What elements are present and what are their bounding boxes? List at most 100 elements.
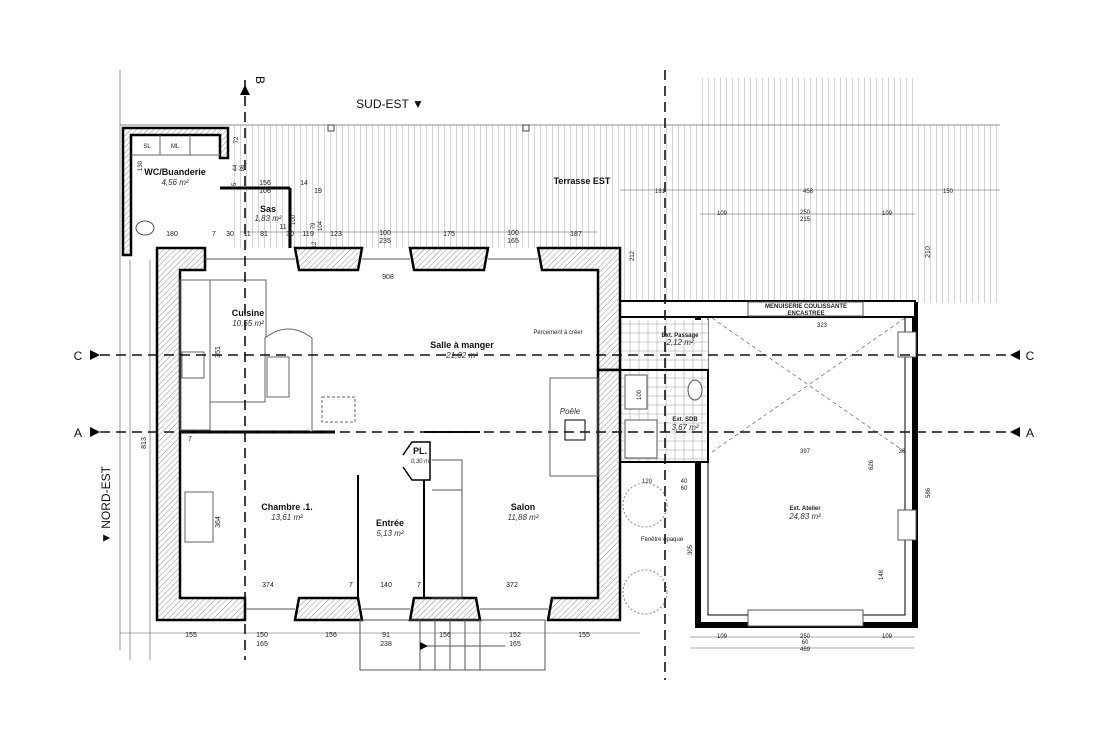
stove-icon	[564, 419, 586, 441]
dim: 60	[802, 640, 809, 646]
dimensions-interior: 374 7 140 7 372 351 364 813 7	[141, 346, 518, 589]
axis-b-label: B	[253, 76, 267, 84]
dim: 156	[259, 180, 271, 187]
shower-icon	[624, 419, 658, 459]
dim: 238	[380, 641, 392, 648]
house-walls	[155, 246, 622, 622]
dim: 908	[382, 274, 394, 281]
menuiserie-label: MENUISERIE COULISSANTE	[765, 304, 847, 310]
dim: 109	[717, 211, 728, 217]
sas-name: Sas	[260, 204, 276, 214]
salon-area: 11,88 m²	[508, 513, 539, 522]
salon-name: Salon	[511, 502, 536, 512]
dim: 11	[302, 231, 309, 238]
dim: 175	[443, 231, 455, 238]
dim: 100	[291, 214, 297, 225]
dim: 150	[256, 632, 268, 639]
tree-icon	[622, 569, 668, 615]
dim: 181	[655, 189, 666, 195]
dim: 104	[318, 220, 324, 231]
nord-est-label: ▼ NORD-EST	[99, 465, 113, 544]
dim: 626	[869, 459, 875, 470]
salle-name: Salle à manger	[430, 340, 494, 350]
dim: 79	[311, 222, 317, 229]
cuisine-name: Cuisine	[232, 308, 265, 318]
dim: 109	[717, 634, 728, 640]
percement-note: Percement à créer	[533, 330, 582, 336]
dim: 372	[506, 582, 518, 589]
entree-name: Entrée	[376, 518, 404, 528]
dim: 397	[800, 449, 811, 455]
dim: 156	[439, 632, 451, 639]
front-steps	[359, 619, 546, 671]
fenetre-note: Fenêtre opaque	[641, 537, 684, 543]
chambre-name: Chambre .1.	[261, 502, 313, 512]
axis-a-right: A	[1026, 426, 1034, 440]
sud-est-label: SUD-EST ▼	[356, 97, 424, 111]
sdb-area: 3,67 m²	[671, 423, 698, 432]
dim: 120	[642, 479, 653, 485]
axis-c-right: C	[1026, 349, 1035, 363]
dim: 305	[688, 544, 694, 555]
atelier-name: Ext. Atelier	[789, 506, 821, 512]
dim: 210	[925, 246, 932, 258]
dim: 123	[330, 231, 342, 238]
tree-icon	[622, 482, 668, 528]
salle-area: 21,02 m²	[445, 351, 478, 360]
dim: 30	[226, 231, 234, 238]
dim: 364	[215, 516, 222, 528]
dim: 91	[382, 632, 390, 639]
dim: 11	[279, 224, 286, 231]
dim: 351	[215, 346, 222, 358]
dim: 156	[325, 632, 337, 639]
cooktop-icon	[181, 351, 205, 379]
chambre-area: 13,61 m²	[271, 513, 303, 522]
dim: 165	[507, 238, 519, 245]
dimensions-bottom: 155 150 165 156 91 238 156 152 165 155	[185, 632, 590, 648]
toilet-icon	[687, 379, 703, 401]
dim: 60	[681, 486, 688, 492]
wc-name: WC/Buanderie	[144, 167, 206, 177]
dim: 130	[138, 160, 144, 171]
atelier-area: 24,83 m²	[788, 512, 821, 521]
dim: 45	[232, 182, 238, 189]
dim: 148	[879, 569, 885, 580]
dimensions-annexe: 181 458 150 109 250 215 109 210 212 323 …	[630, 189, 954, 653]
dim: 86	[240, 164, 246, 171]
dim: 36	[899, 449, 906, 455]
dim: 180	[166, 231, 178, 238]
dim: 7	[417, 582, 421, 589]
terrace-decking	[120, 78, 1000, 303]
wc-area: 4,56 m²	[161, 178, 188, 187]
dim: 81	[260, 231, 268, 238]
dim: 72	[234, 136, 240, 143]
dim: 11	[243, 231, 250, 238]
poele-label: Poêle	[560, 407, 581, 416]
dim: 323	[817, 323, 828, 329]
dim: 106	[259, 188, 271, 195]
wc-buanderie: SL ML	[121, 126, 292, 257]
dim: 40	[681, 479, 688, 485]
dim: 109	[882, 211, 893, 217]
guide-lines	[119, 70, 1000, 660]
dim: 150	[943, 189, 954, 195]
atelier-room	[695, 302, 918, 628]
dim: 140	[380, 582, 392, 589]
room-labels: WC/Buanderie 4,56 m² Sas 1,83 m² Terrass…	[144, 167, 821, 543]
dim: 7	[349, 582, 353, 589]
dim: 250	[800, 210, 811, 216]
dim: 12	[312, 241, 318, 248]
axis-a-left: A	[74, 426, 82, 440]
entree-area: 5,13 m²	[376, 529, 403, 538]
dim: 100	[379, 230, 391, 237]
dim: 44	[233, 164, 239, 171]
cuisine-area: 10,65 m²	[232, 319, 264, 328]
dim: 100	[507, 230, 519, 237]
section-lines: B C C A A SUD-EST ▼ ▼ NORD-EST	[74, 70, 1035, 680]
dim: 100	[637, 389, 643, 400]
dim: 109	[882, 634, 893, 640]
dim: 30	[286, 231, 294, 238]
dim: 152	[509, 632, 521, 639]
dim: 14	[300, 180, 308, 187]
